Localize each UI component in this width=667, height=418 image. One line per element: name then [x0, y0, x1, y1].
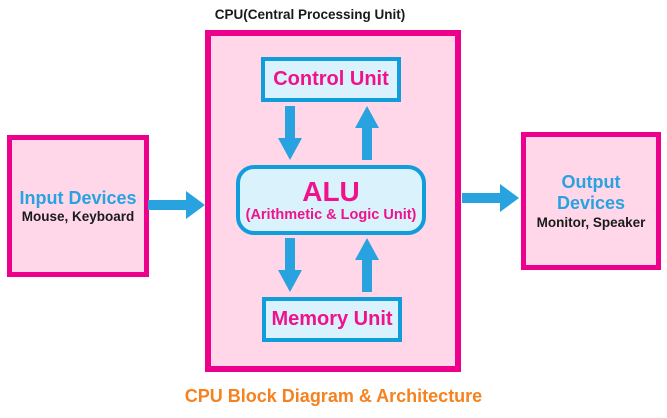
- input-devices-subtitle: Mouse, Keyboard: [21, 209, 135, 225]
- diagram-title: CPU(Central Processing Unit): [214, 7, 406, 22]
- alu-to-memory-down-arrow-icon: [278, 238, 302, 292]
- input-devices-box: Input Devices Mouse, Keyboard: [7, 135, 149, 277]
- control-to-alu-down-arrow-icon: [278, 106, 302, 160]
- alu-box: ALU (Arithmetic & Logic Unit): [236, 165, 426, 235]
- alu-label: ALU: [302, 175, 360, 207]
- control-unit-box: Control Unit: [261, 57, 401, 102]
- memory-to-alu-up-arrow-icon: [355, 238, 379, 292]
- alu-subtitle: (Arithmetic & Logic Unit): [245, 207, 417, 224]
- control-unit-label: Control Unit: [273, 68, 389, 90]
- memory-unit-label: Memory Unit: [271, 308, 393, 330]
- input-to-cpu-right-arrow-icon: [148, 191, 205, 219]
- alu-to-control-up-arrow-icon: [355, 106, 379, 160]
- input-devices-title: Input Devices: [19, 187, 137, 208]
- output-devices-subtitle: Monitor, Speaker: [536, 214, 646, 230]
- output-devices-box: Output Devices Monitor, Speaker: [521, 132, 661, 270]
- diagram-caption: CPU Block Diagram & Architecture: [184, 386, 483, 406]
- memory-unit-box: Memory Unit: [262, 297, 402, 342]
- output-devices-title: Output Devices: [556, 172, 626, 213]
- cpu-to-output-right-arrow-icon: [462, 184, 519, 212]
